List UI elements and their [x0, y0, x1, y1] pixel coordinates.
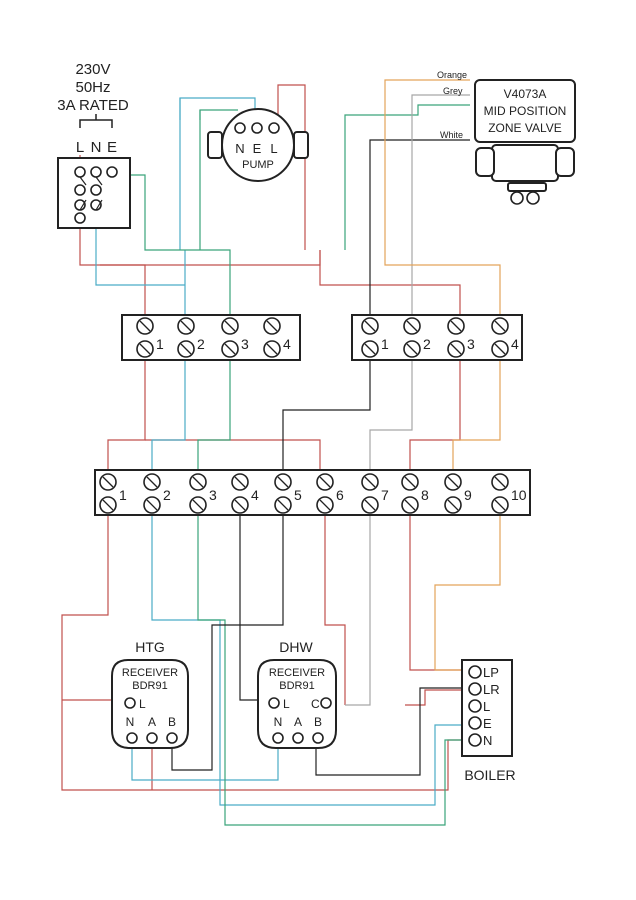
strip-number-2: 2 — [163, 487, 171, 503]
dhw-title: DHW — [279, 639, 313, 655]
dhw-terminal-c: C — [311, 697, 320, 711]
strip-number-10: 10 — [511, 487, 527, 503]
dhw-receiver: DHW RECEIVER BDR91 L C N A B — [257, 639, 337, 749]
jb-right-number-1: 1 — [381, 336, 389, 352]
pump-label: PUMP — [242, 159, 274, 171]
dhw-receiver-model: BDR91 — [279, 680, 314, 692]
earth-wires — [112, 104, 470, 826]
boiler-terminal-e: E — [483, 716, 492, 731]
supply-voltage: 230V — [75, 61, 110, 78]
zone-valve: Orange Grey White V4073A MID POSITION ZO… — [437, 70, 576, 205]
zone-valve-wire-white: White — [440, 130, 463, 140]
jb-right-number-4: 4 — [511, 336, 519, 352]
boiler-terminal-screw-l — [468, 699, 482, 713]
strip-number-9: 9 — [464, 487, 472, 503]
junction-box-right: 1 2 3 4 — [351, 314, 523, 361]
orange-wires — [384, 79, 501, 671]
htg-receiver-label: RECEIVER — [122, 667, 178, 679]
htg-receiver-model: BDR91 — [132, 680, 167, 692]
boiler-terminal-lp: LP — [483, 665, 499, 680]
htg-terminal-n: N — [126, 715, 135, 729]
dhw-terminal-b: B — [314, 715, 322, 729]
pump-letter-l: L — [270, 141, 277, 156]
dhw-terminal-l: L — [283, 697, 290, 711]
htg-title: HTG — [135, 639, 165, 655]
grey-wires — [345, 94, 470, 706]
pump: N E L PUMP — [207, 108, 309, 182]
pump-letter-e: E — [253, 141, 262, 156]
zone-valve-name: ZONE VALVE — [488, 121, 562, 135]
supply-rating: 3A RATED — [57, 97, 129, 114]
dhw-terminal-a: A — [294, 715, 302, 729]
supply-frequency: 50Hz — [75, 79, 110, 96]
strip-number-3: 3 — [209, 487, 217, 503]
strip-number-1: 1 — [119, 487, 127, 503]
jb-left-number-3: 3 — [241, 336, 249, 352]
strip-number-5: 5 — [294, 487, 302, 503]
zone-valve-model: V4073A — [504, 87, 547, 101]
htg-terminal-b: B — [168, 715, 176, 729]
boiler-terminal-n: N — [483, 733, 492, 748]
zone-valve-wire-orange: Orange — [437, 70, 467, 80]
htg-terminal-l: L — [139, 697, 146, 711]
jb-right-number-2: 2 — [423, 336, 431, 352]
boiler-terminal-screw-lp — [468, 665, 482, 679]
zone-valve-type: MID POSITION — [484, 104, 567, 118]
strip-number-4: 4 — [251, 487, 259, 503]
boiler-terminal-screw-n — [468, 733, 482, 747]
htg-terminal-a: A — [148, 715, 156, 729]
main-terminal-strip: 1 2 3 4 5 6 7 8 9 10 — [94, 469, 531, 516]
strip-number-8: 8 — [421, 487, 429, 503]
boiler-terminal-screw-e — [468, 716, 482, 730]
strip-number-7: 7 — [381, 487, 389, 503]
pump-letter-n: N — [235, 141, 244, 156]
black-wires — [171, 139, 470, 776]
boiler-terminal-lr: LR — [483, 682, 500, 697]
boiler-terminal-screw-lr — [468, 682, 482, 696]
jb-right-number-3: 3 — [467, 336, 475, 352]
htg-receiver: HTG RECEIVER BDR91 L N A B — [111, 639, 189, 749]
junction-box-left: 1 2 3 4 — [121, 314, 301, 361]
boiler-terminal-l: L — [483, 699, 490, 714]
jb-left-number-2: 2 — [197, 336, 205, 352]
boiler: LP LR LEN BOILER — [461, 659, 516, 783]
dhw-receiver-label: RECEIVER — [269, 667, 325, 679]
jb-left-number-4: 4 — [283, 336, 291, 352]
supply-terminal-n: N — [91, 139, 102, 156]
supply-switch: 230V 50Hz 3A RATED L N E — [57, 61, 131, 229]
dhw-terminal-n: N — [274, 715, 283, 729]
supply-terminal-e: E — [107, 139, 117, 156]
supply-terminal-l: L — [76, 139, 84, 156]
zone-valve-wire-grey: Grey — [443, 86, 463, 96]
jb-left-number-1: 1 — [156, 336, 164, 352]
boiler-label: BOILER — [464, 767, 515, 783]
strip-number-6: 6 — [336, 487, 344, 503]
